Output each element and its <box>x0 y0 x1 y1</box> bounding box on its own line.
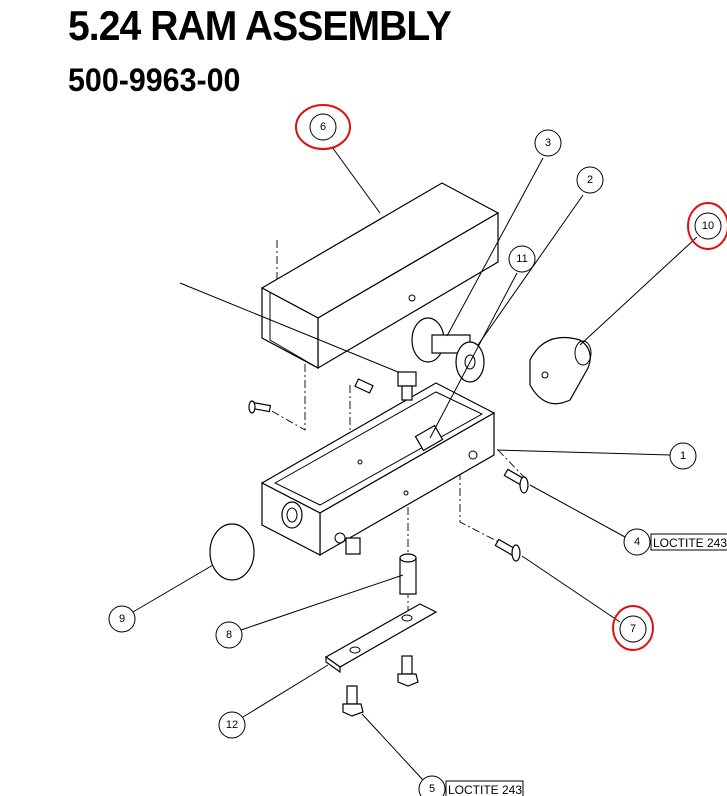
page-title: 5.24 RAM ASSEMBLY <box>68 2 452 49</box>
balloon-11: 11 <box>508 245 536 273</box>
spacer-part-8 <box>399 553 417 595</box>
leader-lines <box>132 146 698 781</box>
svg-text:10: 10 <box>702 220 714 232</box>
balloon-2: 2 <box>576 166 604 194</box>
screws <box>248 371 529 562</box>
plate-part-12 <box>324 603 438 674</box>
roller-parts-2-3 <box>411 317 485 383</box>
part-number: 500-9963-00 <box>68 62 241 98</box>
highlight-circle <box>295 104 351 150</box>
svg-text:9: 9 <box>119 613 125 625</box>
balloon-6: 6 <box>295 104 351 150</box>
balloon-3: 3 <box>534 129 562 157</box>
svg-text:7: 7 <box>630 623 636 635</box>
svg-text:6: 6 <box>320 121 326 133</box>
balloon-12: 12 <box>218 711 246 739</box>
balloon-9: 9 <box>108 605 136 633</box>
spring-part-11 <box>414 424 444 452</box>
balloon-1: 1 <box>669 442 697 470</box>
svg-text:5: 5 <box>429 783 435 795</box>
svg-text:12: 12 <box>226 719 238 731</box>
highlight-circle <box>687 202 727 250</box>
balloon-5: 5 LOCTITE 243 <box>418 775 524 796</box>
cone-part-10 <box>529 336 592 405</box>
bolt-parts-5 <box>342 655 419 717</box>
balloon-8: 8 <box>215 621 243 649</box>
loctite-note-5: LOCTITE 243 <box>448 783 522 796</box>
svg-text:2: 2 <box>587 174 593 186</box>
balloon-4: 4 LOCTITE 243 <box>623 528 727 556</box>
housing-part-1 <box>260 382 496 557</box>
disc-part-9 <box>209 523 255 581</box>
highlight-circle <box>612 605 654 651</box>
svg-text:4: 4 <box>634 536 640 548</box>
balloon-7: 7 <box>612 605 654 651</box>
svg-text:1: 1 <box>680 450 686 462</box>
svg-text:3: 3 <box>545 137 551 149</box>
svg-text:11: 11 <box>516 253 527 265</box>
loctite-note-4: LOCTITE 243 <box>653 536 727 550</box>
svg-text:8: 8 <box>226 629 232 641</box>
balloon-10: 10 <box>687 202 727 250</box>
